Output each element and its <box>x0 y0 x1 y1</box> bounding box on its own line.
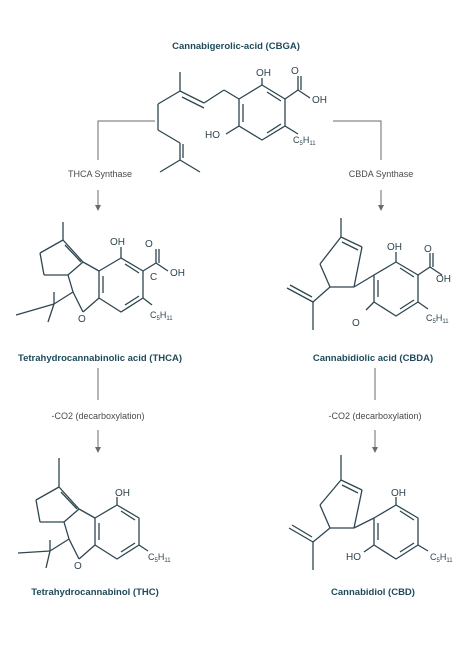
cbd-title: Cannabidiol (CBD) <box>331 587 415 598</box>
cbda-o-label-2: O <box>352 318 360 329</box>
arrow-cbga-to-thca-upper <box>97 120 155 160</box>
cbda-synthase-label: CBDA Synthase <box>348 169 414 179</box>
thca-atoms: OH O C OH O C5H11 <box>78 237 185 325</box>
cbda-acid-oh-label: OH <box>436 274 451 285</box>
decarboxylation-right-label: -CO2 (decarboxylation) <box>328 411 422 421</box>
cbda-atoms: OH O OH O C5H11 <box>352 242 451 329</box>
cbga-structure <box>157 72 311 173</box>
cbga-ho-label: HO <box>205 130 220 141</box>
thca-structure <box>15 222 169 323</box>
thca-c5h11-label: C5H11 <box>150 310 173 322</box>
cbga-oh-label: OH <box>256 68 271 79</box>
thc-oh-label: OH <box>115 488 130 499</box>
cbga-acid-oh-label: OH <box>312 95 327 106</box>
cbda-title: Cannabidiolic acid (CBDA) <box>312 353 434 364</box>
thca-ring-o-label: O <box>78 314 86 325</box>
thc-c5h11-label: C5H11 <box>148 552 171 564</box>
cbga-c5h11-label: C5H11 <box>293 135 316 147</box>
cbga-o-label: O <box>291 66 299 77</box>
cbd-c5h11-label: C5H11 <box>430 552 453 564</box>
thc-structure <box>17 458 149 569</box>
thca-acid-oh-label: OH <box>170 268 185 279</box>
decarboxylation-left-label: -CO2 (decarboxylation) <box>51 411 145 421</box>
cbd-structure <box>288 455 429 570</box>
thc-atoms: OH O C5H11 <box>74 488 171 572</box>
cbd-atoms: OH HO C5H11 <box>346 488 453 564</box>
pathway-arrows <box>95 120 384 453</box>
cbga-atoms: OH O OH HO C5H11 <box>205 66 327 147</box>
cbga-title: Cannabigerolic-acid (CBGA) <box>172 41 300 52</box>
thca-o-label: O <box>145 239 153 250</box>
thca-c-label: C <box>150 272 157 283</box>
thca-title: Tetrahydrocannabinolic acid (THCA) <box>18 353 182 364</box>
thca-oh-label: OH <box>110 237 125 248</box>
thc-title: Tetrahydrocannabinol (THC) <box>31 587 159 598</box>
cbd-ho-label: HO <box>346 552 361 563</box>
cbd-oh-label: OH <box>391 488 406 499</box>
cbda-c5h11-label: C5H11 <box>426 313 449 325</box>
thc-ring-o-label: O <box>74 561 82 572</box>
cbda-structure <box>286 218 443 330</box>
arrow-cbga-to-cbda-upper <box>333 120 382 160</box>
cbda-oh-label: OH <box>387 242 402 253</box>
cbda-o-label: O <box>424 244 432 255</box>
thca-synthase-label: THCA Synthase <box>67 169 133 179</box>
